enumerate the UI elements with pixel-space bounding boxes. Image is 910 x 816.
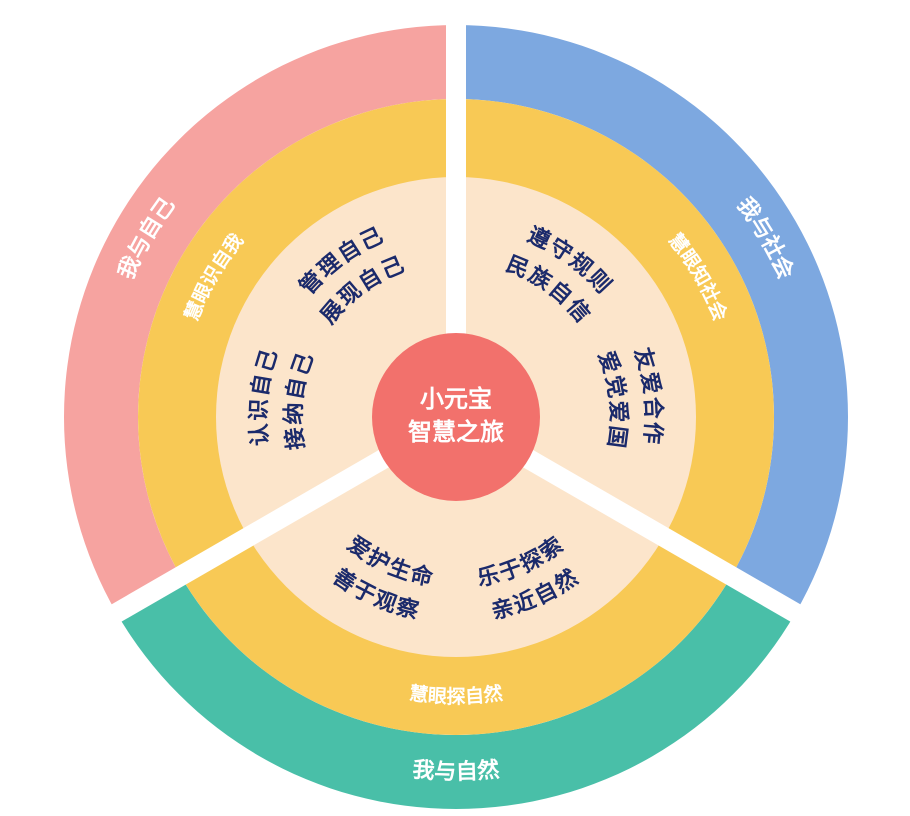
outer-sector-nature xyxy=(116,576,796,809)
center-circle xyxy=(372,333,540,501)
center-title-line2: 智慧之旅 xyxy=(408,418,504,446)
center-title-line1: 小元宝 xyxy=(420,385,492,413)
outer-sector-self xyxy=(64,25,457,613)
outer-sector-society xyxy=(456,25,848,613)
